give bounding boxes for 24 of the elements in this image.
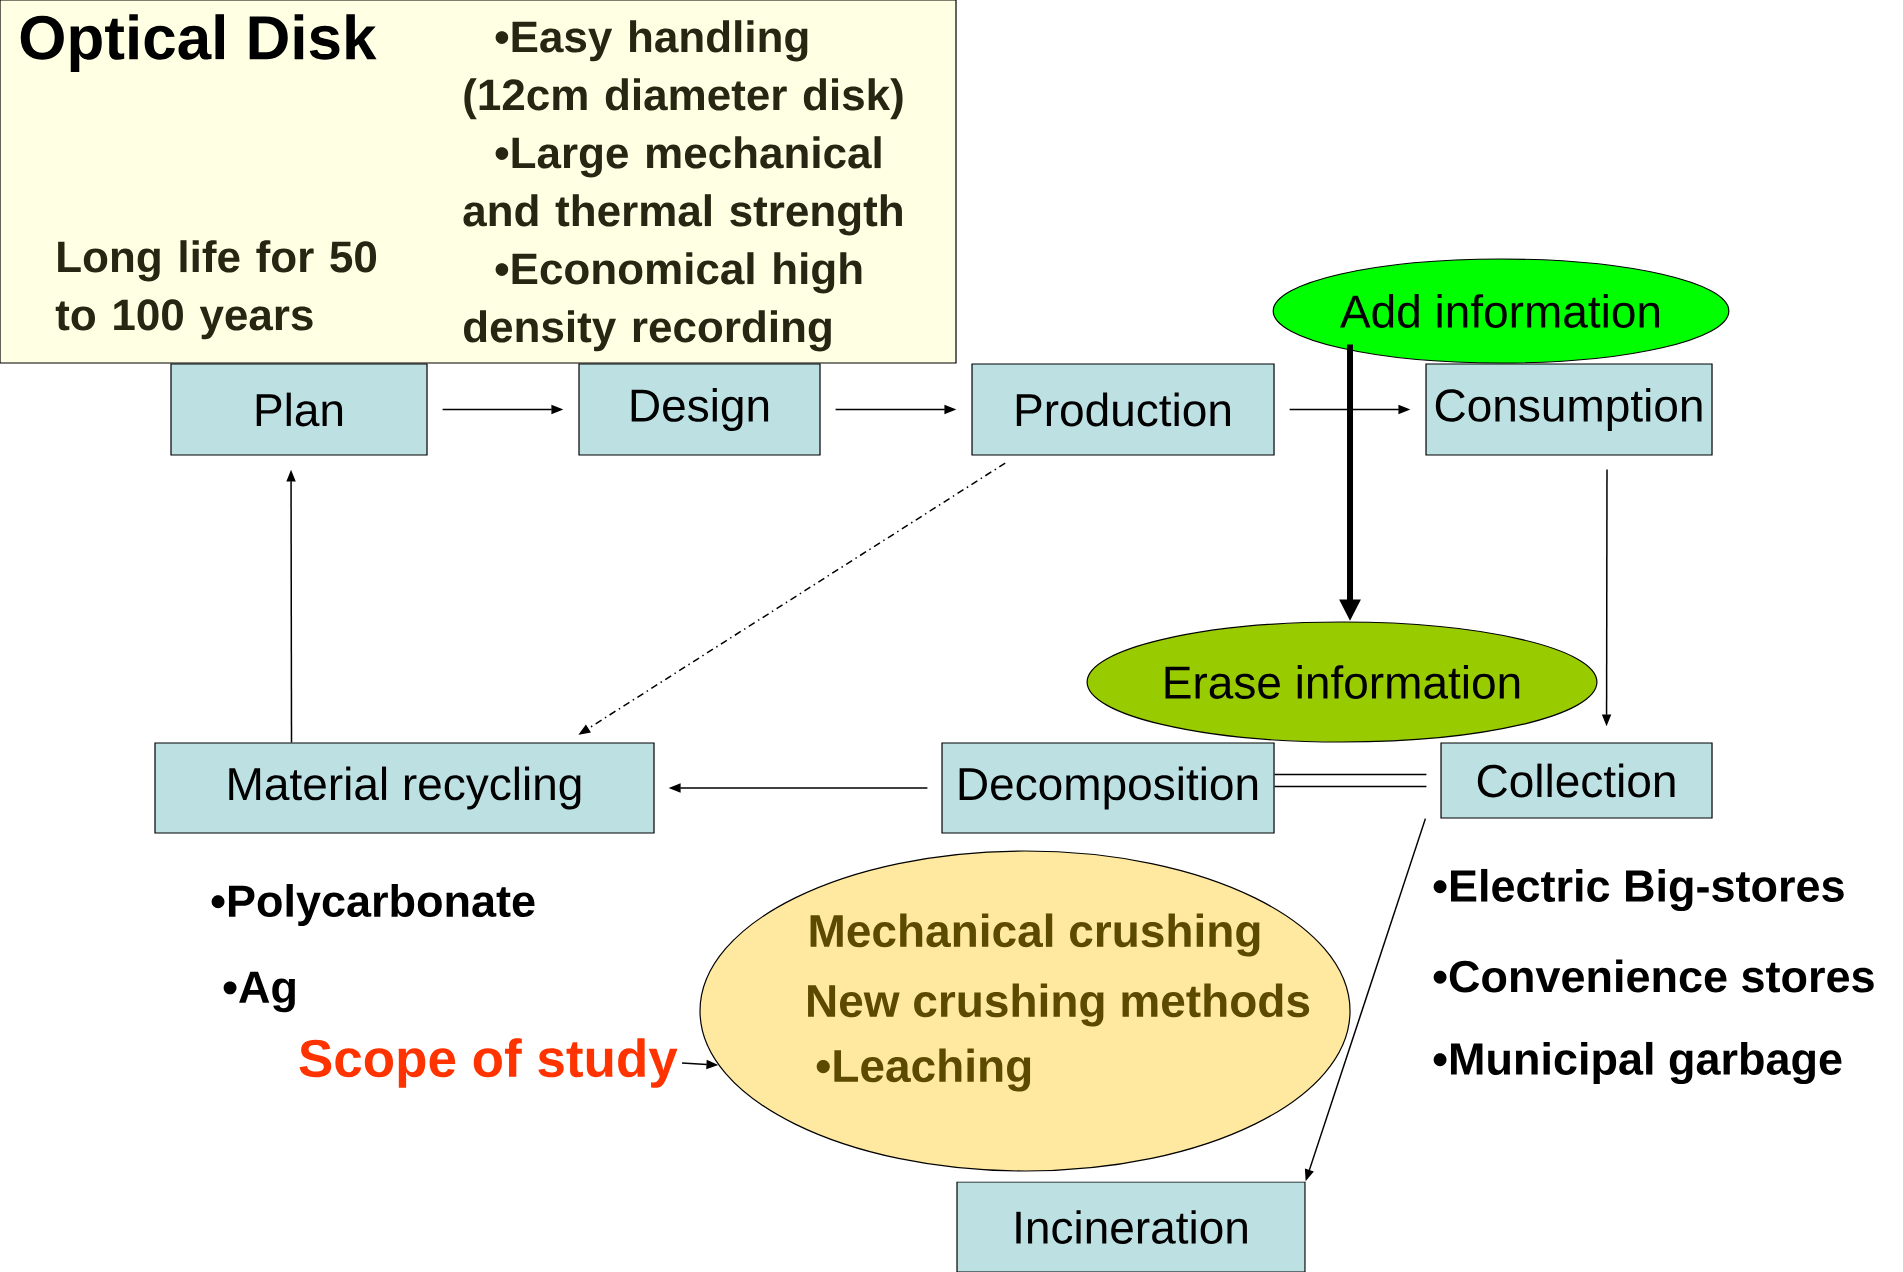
method-text: New crushing methods xyxy=(808,983,1310,1027)
method-text: Mechanical crushing xyxy=(810,913,1260,957)
feature-text: •Economical high density recording xyxy=(464,252,862,352)
process-box: Design xyxy=(578,363,821,456)
scope-text: Scope of study xyxy=(299,1038,678,1088)
process-box: Incineration xyxy=(956,1181,1306,1272)
panel-title: Optical Disk xyxy=(20,14,377,72)
process-box: Collection xyxy=(1440,742,1713,819)
bullet-text: •Polycarbonate xyxy=(211,884,535,926)
process-box: Plan xyxy=(170,363,428,456)
connector-line xyxy=(1273,785,1428,788)
bullet-text: •Convenience stores xyxy=(1433,959,1874,993)
connector-line xyxy=(1273,773,1428,776)
process-box: Decomposition xyxy=(941,742,1275,834)
bullet-text: •Electric Big-stores xyxy=(1433,868,1844,912)
bullet-text: •Ag xyxy=(223,971,295,1013)
feature-text: Long life for 50 to 100 years xyxy=(55,240,377,340)
process-box: Production xyxy=(971,363,1275,456)
method-text: •Leaching xyxy=(816,1048,1031,1092)
bullet-text: •Municipal garbage xyxy=(1433,1041,1842,1085)
feature-text: •Easy handling (12cm diameter disk) xyxy=(464,20,903,120)
process-box: Material recycling xyxy=(154,742,655,834)
feature-text: •Large mechanical and thermal strength xyxy=(463,136,902,236)
process-box: Consumption xyxy=(1425,363,1713,456)
